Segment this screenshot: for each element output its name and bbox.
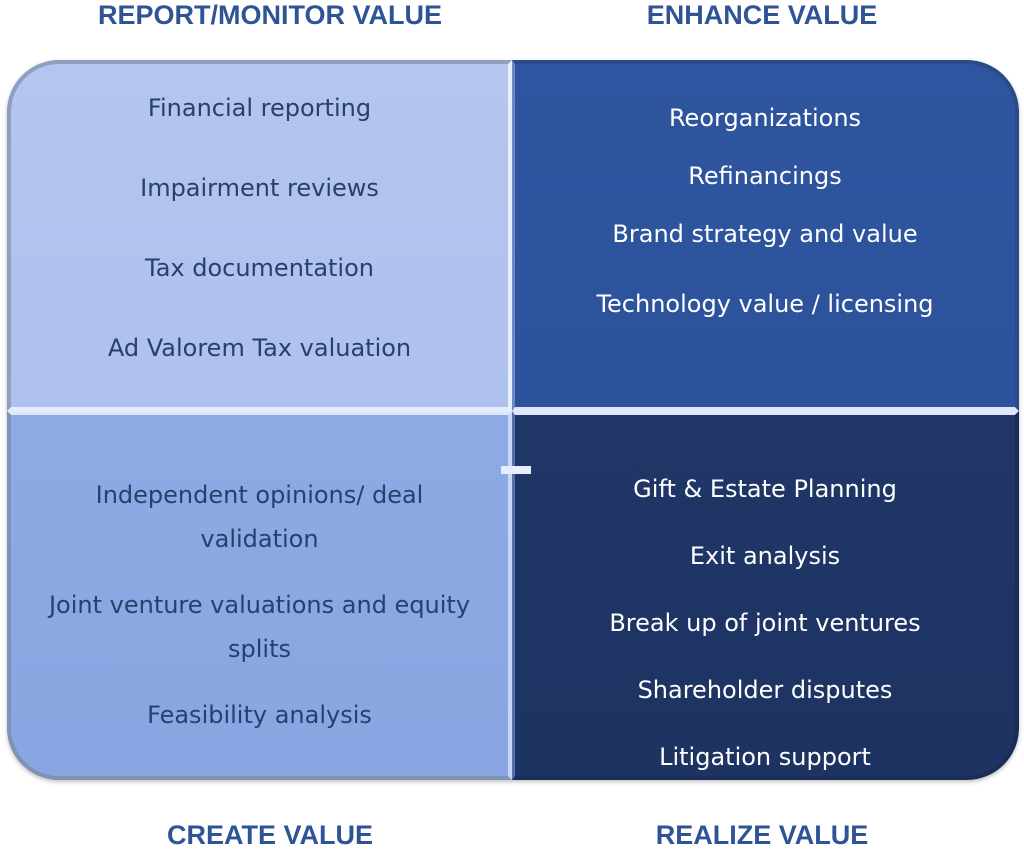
list-item: Break up of joint ventures [609,609,921,637]
center-divider-mark [501,466,531,474]
heading-report-monitor-value: REPORT/MONITOR VALUE [97,0,442,30]
value-matrix: Financial reporting Impairment reviews T… [7,60,1019,780]
heading-realize-value: REALIZE VALUE [655,820,869,850]
list-item: Shareholder disputes [637,676,893,704]
quadrant-realize: Gift & Estate Planning Exit analysis Bre… [512,411,1019,780]
list-item: Reorganizations [668,104,862,132]
quadrant-report-monitor: Financial reporting Impairment reviews T… [7,60,512,411]
list-item: Financial reporting [147,94,372,122]
heading-enhance-value: ENHANCE VALUE [646,0,878,30]
heading-create-value: CREATE VALUE [166,820,373,850]
list-item: Technology value / licensing [596,290,934,318]
list-item: Brand strategy and value [612,220,918,248]
list-item: Tax documentation [145,254,374,282]
list-item: Litigation support [659,743,871,771]
list-item: Ad Valorem Tax valuation [107,334,412,362]
list-item: Refinancings [688,162,842,190]
quadrant-enhance: Reorganizations Refinancings Brand strat… [512,60,1019,411]
list-item: Joint venture valuations and equity spli… [48,591,471,663]
list-item: Exit analysis [689,542,841,570]
list-item: Gift & Estate Planning [633,475,897,503]
list-item: Feasibility analysis [147,701,372,729]
list-item: Impairment reviews [140,174,379,202]
quadrant-create: Independent opinions/ deal validation Jo… [7,411,512,780]
list-item: Independent opinions/ deal validation [95,481,424,553]
